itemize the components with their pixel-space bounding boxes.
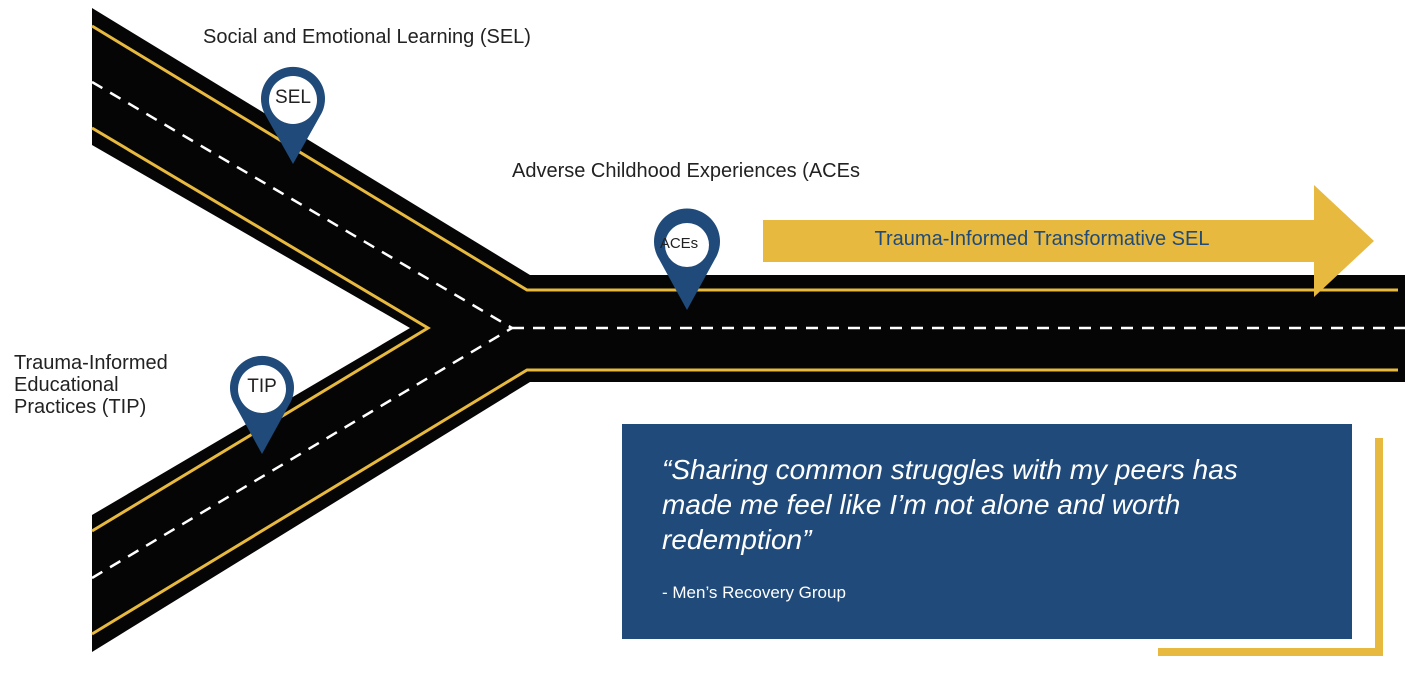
road-surface (92, 8, 1405, 652)
pin-aces-label: ACEs (659, 235, 699, 252)
tip-label-line-2: Educational (14, 374, 119, 396)
pin-aces-marker (654, 208, 720, 310)
road-center-dash-lower (91, 326, 513, 580)
pin-tip-marker (230, 355, 294, 454)
pin-sel-marker (261, 66, 325, 164)
road-center-dash-upper (91, 80, 513, 330)
road-inner-edge-line (91, 126, 431, 533)
pin-sel-label: SEL (275, 87, 311, 108)
quote-attribution: - Men’s Recovery Group (662, 583, 846, 602)
tip-label-line-1: Trauma-Informed (14, 352, 168, 374)
quote-box: “Sharing common struggles with my peers … (622, 424, 1352, 639)
aces-label: Adverse Childhood Experiences (ACEs (512, 160, 860, 182)
tip-label: Trauma-Informed Educational Practices (T… (14, 352, 214, 418)
quote-text: “Sharing common struggles with my peers … (662, 454, 1238, 555)
pin-tip-label: TIP (247, 376, 277, 397)
road-edge-line-bottom (91, 368, 1398, 636)
yellow-corner-bracket (1158, 438, 1383, 656)
sel-label: Social and Emotional Learning (SEL) (203, 26, 531, 48)
arrow-shape (763, 185, 1374, 297)
road-edge-line-top (91, 24, 1398, 292)
tip-label-line-3: Practices (TIP) (14, 396, 147, 418)
arrow-label: Trauma-Informed Transformative SEL (874, 228, 1210, 250)
